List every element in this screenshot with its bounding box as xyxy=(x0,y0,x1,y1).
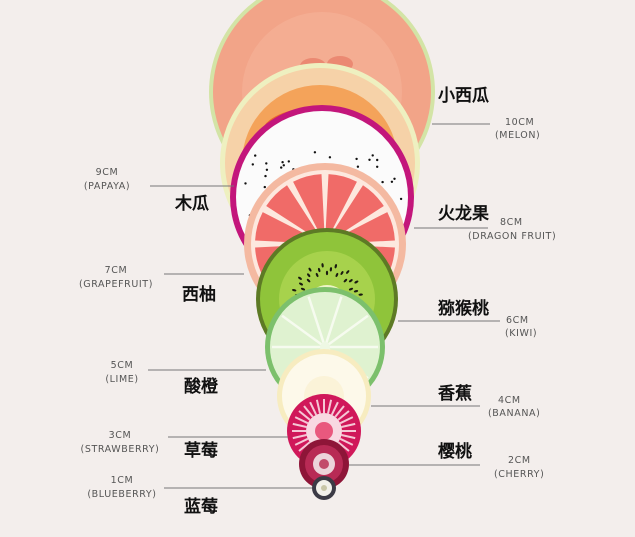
grapefruit-size-label: 7CM xyxy=(105,265,128,276)
melon-cn-label: 小西瓜 xyxy=(438,86,489,106)
cherry-size-label: 2CM xyxy=(508,455,531,466)
blueberry-cn-label: 蓝莓 xyxy=(184,497,218,517)
blueberry-size-label: 1CM xyxy=(111,475,134,486)
cherry-slice xyxy=(299,439,349,489)
kiwi-cn-label: 猕猴桃 xyxy=(438,298,489,319)
strawberry-name-label: (STRAWBERRY) xyxy=(81,444,160,455)
dragon-fruit-name-label: (DRAGON FRUIT) xyxy=(468,231,556,242)
papaya-name-label: (PAPAYA) xyxy=(84,181,130,192)
papaya-size-label: 9CM xyxy=(96,167,119,178)
strawberry-size-label: 3CM xyxy=(109,430,132,441)
lime-cn-label: 酸橙 xyxy=(184,376,219,397)
blueberry-slice xyxy=(312,476,336,500)
melon-size-label: 10CM xyxy=(505,117,534,128)
cherry-name-label: (CHERRY) xyxy=(494,469,544,480)
banana-name-label: (BANANA) xyxy=(488,408,540,419)
dragon-fruit-cn-label: 火龙果 xyxy=(438,203,489,224)
blueberry-name-label: (BLUEBERRY) xyxy=(87,489,156,500)
cherry-cn-label: 樱桃 xyxy=(438,441,472,462)
grapefruit-cn-label: 西柚 xyxy=(182,284,216,305)
papaya-cn-label: 木瓜 xyxy=(174,193,209,214)
lime-size-label: 5CM xyxy=(111,360,134,371)
banana-cn-label: 香蕉 xyxy=(438,384,472,404)
dragon-fruit-size-label: 8CM xyxy=(500,217,523,228)
lime-name-label: (LIME) xyxy=(105,374,138,385)
strawberry-cn-label: 草莓 xyxy=(184,441,218,461)
kiwi-name-label: (KIWI) xyxy=(505,328,537,339)
grapefruit-name-label: (GRAPEFRUIT) xyxy=(79,279,153,290)
banana-size-label: 4CM xyxy=(498,395,521,406)
melon-name-label: (MELON) xyxy=(495,130,540,141)
kiwi-size-label: 6CM xyxy=(506,315,529,326)
